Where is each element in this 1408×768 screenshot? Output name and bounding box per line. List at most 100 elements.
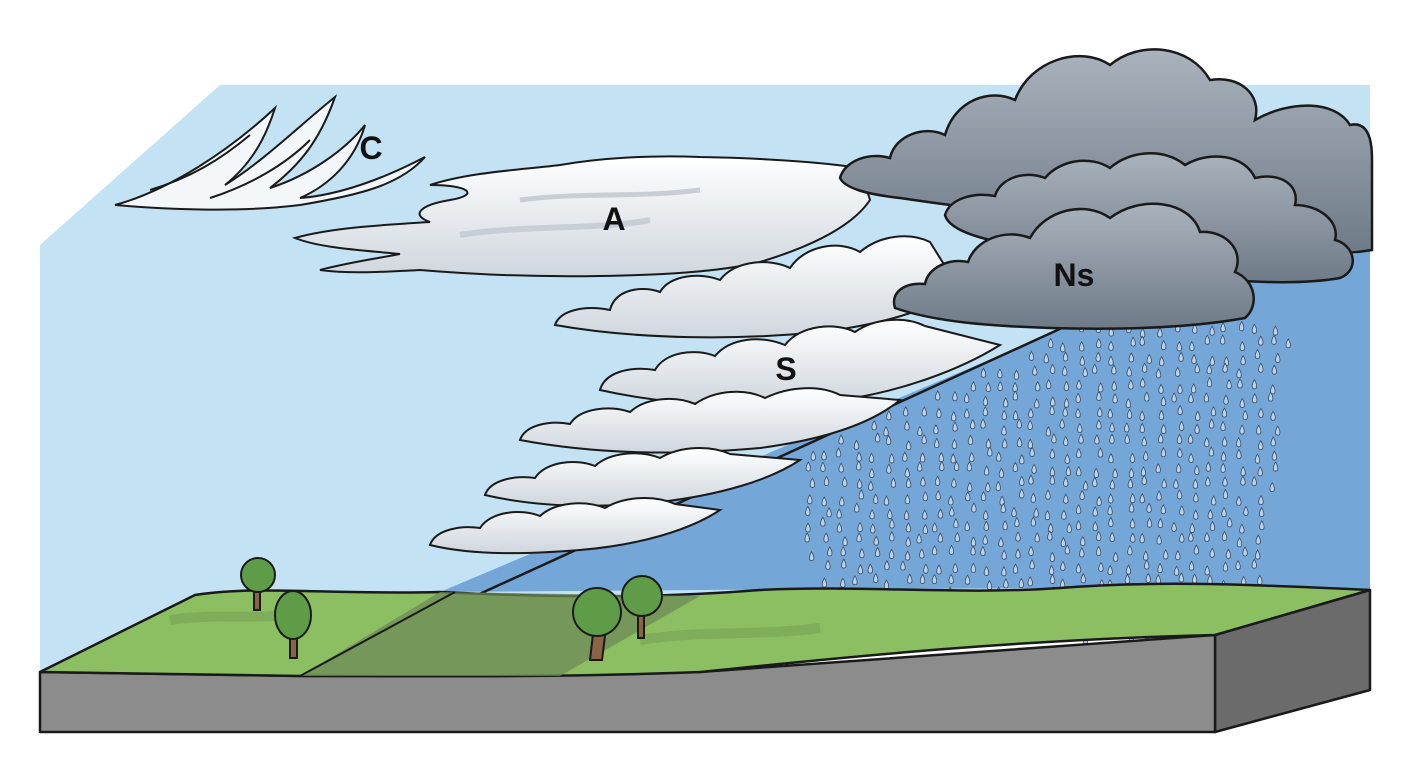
rain-drop-icon [1096,495,1102,506]
rain-drop-icon [1258,494,1264,505]
rain-drop-icon [1143,550,1149,561]
rain-drop-icon [1188,560,1195,571]
rain-drop-icon [905,522,912,533]
rain-drop-icon [1064,544,1070,555]
rain-drop-icon [1143,450,1149,461]
rain-drop-icon [905,536,911,547]
rain-drop-icon [953,460,960,471]
rain-drop-icon [966,461,973,472]
rain-drop-icon [1109,479,1115,490]
rain-drop-icon [1194,363,1200,374]
rain-drop-icon [873,493,879,504]
rain-drop-icon [1141,436,1147,447]
rain-drop-icon [1049,474,1055,485]
rain-drop-icon [1220,462,1226,473]
rain-drop-icon [1076,379,1082,390]
rain-drop-icon [964,408,970,419]
rain-drop-icon [1097,406,1103,417]
rain-drop-icon [932,522,938,533]
rain-drop-icon [951,477,957,488]
rain-drop-icon [821,450,827,461]
rain-drop-icon [1033,507,1039,518]
rain-drop-icon [1175,366,1181,377]
rain-drop-icon [1239,424,1245,435]
rain-drop-icon [987,446,993,457]
rain-drop-icon [1160,446,1167,458]
rain-drop-icon [1126,366,1132,377]
rain-drop-icon [856,478,863,489]
rain-drop-icon [900,560,906,571]
rain-drop-icon [1063,476,1069,487]
rain-drop-icon [953,517,959,529]
rain-drop-icon [1092,476,1098,487]
rain-drop-icon [948,544,955,555]
rain-drop-icon [1223,394,1229,405]
rain-drop-icon [1189,340,1195,352]
rain-drop-icon [821,577,828,588]
rain-drop-icon [823,475,830,486]
rain-drop-icon [1237,378,1243,389]
rain-drop-icon [1027,419,1033,430]
rain-drop-icon [1049,363,1056,374]
rain-drop-icon [1251,475,1257,487]
rain-drop-icon [1240,475,1246,486]
rain-drop-icon [1130,336,1136,347]
rain-drop-icon [805,505,811,516]
rain-drop-icon [952,391,958,402]
rain-drop-icon [1156,534,1162,545]
rain-drop-icon [856,460,862,471]
cirrus-cloud [114,94,426,211]
rain-drop-icon [1158,433,1164,444]
rain-drop-icon [985,481,991,492]
rain-drop-icon [1158,409,1165,421]
rain-drop-icon [1111,364,1117,375]
rain-drop-icon [1128,352,1134,363]
rain-drop-icon [890,477,897,488]
rain-drop-icon [904,550,911,561]
rain-drop-icon [904,420,910,431]
rain-drop-icon [1127,478,1134,489]
rain-drop-icon [903,406,909,417]
rain-drop-icon [1189,522,1195,533]
rain-drop-icon [886,463,892,474]
rain-drop-icon [1111,380,1117,391]
rain-drop-icon [889,518,895,529]
rain-drop-icon [933,424,939,435]
rain-drop-icon [1270,436,1276,447]
rain-drop-icon [1179,505,1185,516]
rain-drop-icon [821,496,827,507]
rain-drop-icon [1221,407,1228,418]
rain-drop-icon [1060,342,1066,353]
rain-drop-icon [951,438,958,449]
rain-drop-icon [869,467,875,478]
rain-drop-icon [980,418,986,429]
rain-drop-icon [1175,462,1182,474]
rain-drop-icon [1275,352,1281,363]
rain-drop-icon [1221,530,1228,541]
rain-drop-icon [859,547,865,559]
rain-drop-icon [1163,549,1169,560]
rain-drop-icon [1078,433,1084,444]
rain-drop-icon [874,432,881,443]
rain-drop-icon [1108,452,1114,464]
rain-drop-icon [1158,383,1164,394]
rain-drop-icon [1028,545,1034,556]
rain-drop-icon [954,531,960,542]
rain-drop-icon [1285,338,1291,349]
rain-drop-icon [1157,517,1164,529]
rain-drop-icon [883,495,890,506]
rain-drop-icon [1045,426,1052,437]
rain-drop-icon [1192,323,1198,334]
rain-drop-icon [1019,454,1025,465]
rain-drop-icon [1159,355,1165,367]
rain-drop-icon [1220,322,1226,333]
rain-drop-icon [902,451,908,462]
rain-drop-icon [1161,423,1167,434]
rain-drop-icon [1146,353,1152,364]
rain-drop-icon [1077,422,1083,433]
rain-drop-icon [826,507,832,518]
rain-drop-icon [1161,478,1167,489]
rain-drop-icon [970,545,976,556]
rain-drop-icon [1001,409,1007,420]
rain-drop-icon [1220,420,1226,432]
